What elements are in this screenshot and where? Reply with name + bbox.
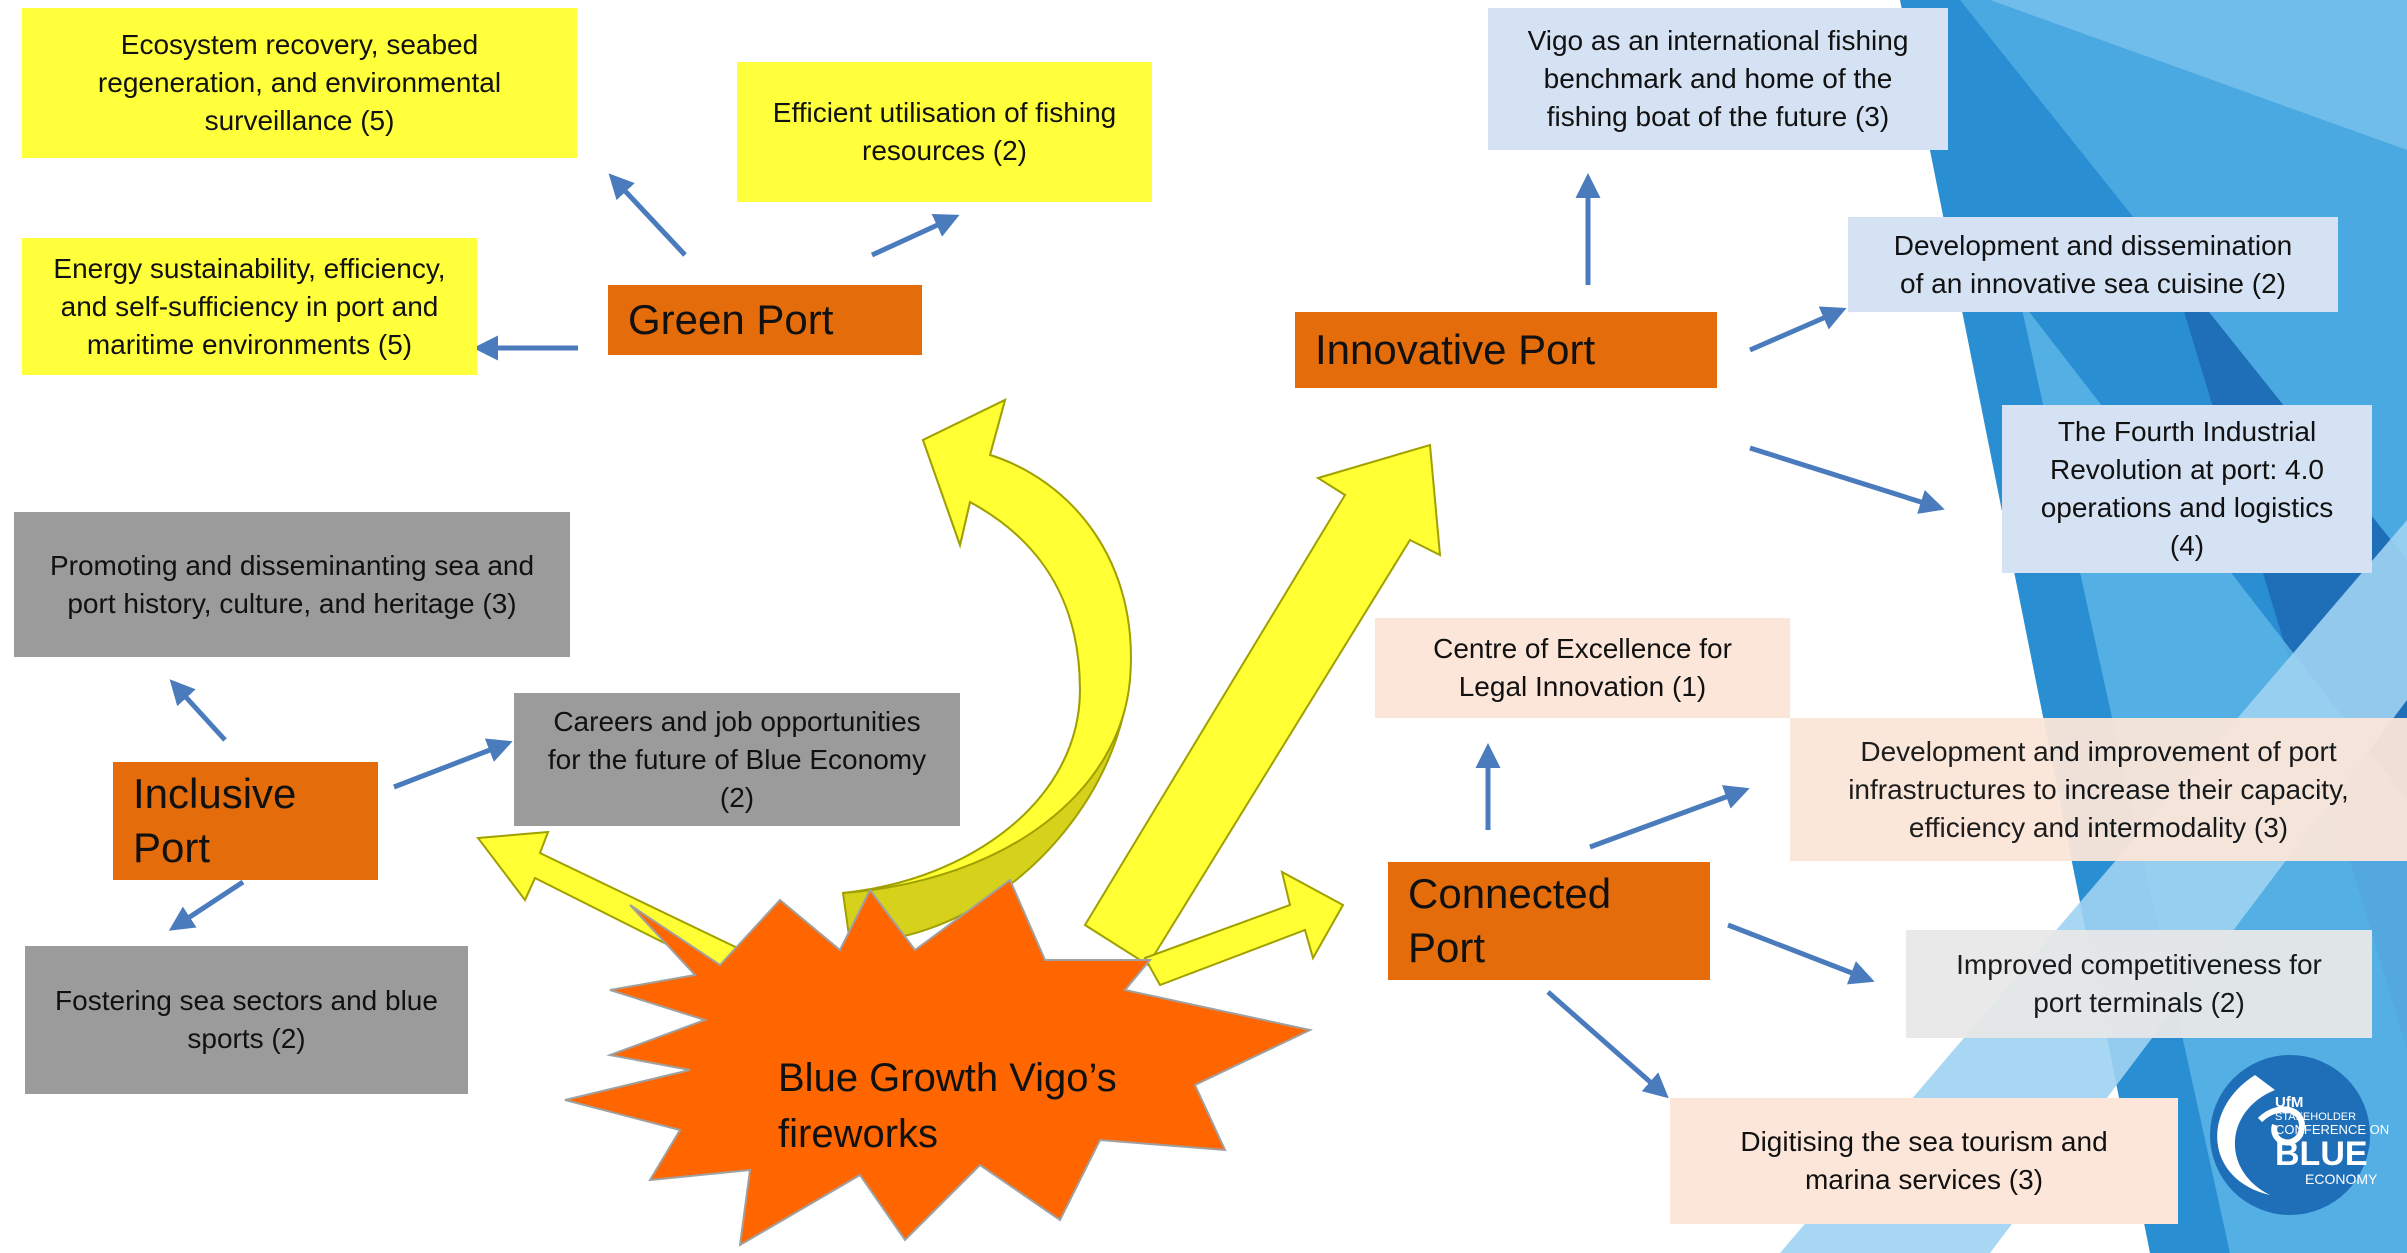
- logo-line-blue: BLUE: [2275, 1135, 2368, 1173]
- item-line: port history, culture, and heritage (3): [67, 587, 517, 619]
- hub-label: Blue Growth Vigo’s fireworks: [778, 1050, 1117, 1162]
- item-line: Centre of Excellence for: [1433, 633, 1732, 664]
- item-line: Development and dissemination: [1893, 229, 2293, 261]
- connected-item-legal-innovation: Centre of Excellence for Legal Innovatio…: [1375, 618, 1790, 718]
- inclusive-item-heritage: Promoting and disseminanting sea and por…: [14, 512, 570, 657]
- green-item-fishing-resources: Efficient utilisation of fishing resourc…: [737, 62, 1152, 202]
- logo: UfM STAKEHOLDER CONFERENCE ON BLUE ECONO…: [2275, 1094, 2405, 1188]
- item-line: Improved competitiveness for: [1956, 949, 2322, 980]
- logo-line-economy: ECONOMY: [2305, 1171, 2378, 1187]
- green-port-node: Green Port: [608, 285, 922, 355]
- port-label: Port: [133, 824, 211, 871]
- port-label: Connected: [1408, 870, 1612, 917]
- item-line: infrastructures to increase their capaci…: [1848, 773, 2349, 805]
- item-line: benchmark and home of the: [1543, 63, 1893, 94]
- curved-arrow-face: [842, 398, 1132, 894]
- logo-line-conference: CONFERENCE ON: [2275, 1122, 2390, 1137]
- item-line: (2): [719, 781, 755, 813]
- inclusive-item-careers: Careers and job opportunities for the fu…: [514, 693, 960, 826]
- item-line: surveillance (5): [204, 105, 395, 136]
- item-line: Ecosystem recovery, seabed: [120, 29, 479, 60]
- connected-item-port-terminals: Improved competitiveness for port termin…: [1906, 930, 2372, 1038]
- logo-line-ufm: UfM: [2275, 1094, 2304, 1111]
- hub-label-line: fireworks: [778, 1112, 939, 1156]
- item-line: Legal Innovation (1): [1458, 671, 1707, 702]
- item-line: sports (2): [187, 1023, 306, 1054]
- item-line: Promoting and disseminanting sea and: [49, 549, 535, 581]
- connected-item-sea-tourism: Digitising the sea tourism and marina se…: [1670, 1098, 2178, 1224]
- innovative-port-node: Innovative Port: [1295, 312, 1717, 388]
- item-line: of an innovative sea cuisine (2): [1900, 267, 2286, 299]
- green-item-ecosystem: Ecosystem recovery, seabed regeneration,…: [22, 8, 577, 158]
- item-line: resources (2): [862, 135, 1027, 166]
- green-item-energy: Energy sustainability, efficiency, and s…: [22, 238, 477, 375]
- item-line: marina services (3): [1804, 1164, 2044, 1195]
- connected-item-infrastructures: Development and improvement of port infr…: [1790, 718, 2407, 861]
- inclusive-item-sports: Fostering sea sectors and blue sports (2…: [25, 946, 468, 1094]
- item-line: regeneration, and environmental: [97, 67, 502, 98]
- item-line: Digitising the sea tourism and: [1740, 1126, 2108, 1157]
- item-line: and self-sufficiency in port and: [60, 290, 439, 322]
- item-line: operations and logistics: [2040, 492, 2334, 523]
- logo-line-stakeholder: STAKEHOLDER: [2275, 1111, 2357, 1123]
- item-line: Revolution at port: 4.0: [2050, 454, 2324, 485]
- item-line: for the future of Blue Economy: [547, 743, 927, 775]
- item-line: efficiency and intermodality (3): [1908, 811, 2289, 843]
- big-arrow-to-innovative-port: [1083, 443, 1442, 967]
- firework-burst: [564, 878, 1314, 1247]
- item-line: Energy sustainability, efficiency,: [53, 252, 446, 284]
- hub-label-line: Blue Growth Vigo’s: [778, 1056, 1117, 1100]
- logo-emblem: [2210, 1055, 2370, 1215]
- item-line: maritime environments (5): [86, 328, 413, 360]
- big-arrow-to-connected-port: [1143, 870, 1345, 987]
- item-line: The Fourth Industrial: [2057, 416, 2317, 447]
- port-label: Green Port: [628, 296, 834, 343]
- innovative-item-sea-cuisine: Development and dissemination of an inno…: [1848, 217, 2338, 312]
- port-label: Innovative Port: [1315, 326, 1596, 373]
- item-line: (4): [2169, 530, 2205, 561]
- connector-arrows: [168, 173, 1945, 1099]
- item-line: fishing boat of the future (3): [1546, 101, 1890, 132]
- item-line: Development and improvement of port: [1860, 735, 2337, 767]
- connected-port-node: Connected Port: [1388, 862, 1710, 980]
- item-line: Efficient utilisation of fishing: [772, 97, 1117, 128]
- innovative-item-industry-4: The Fourth Industrial Revolution at port…: [2002, 405, 2372, 573]
- innovative-item-fishing-benchmark: Vigo as an international fishing benchma…: [1488, 8, 1948, 150]
- item-line: Vigo as an international fishing: [1527, 25, 1909, 56]
- inclusive-port-node: Inclusive Port: [113, 762, 378, 880]
- port-label: Port: [1408, 924, 1486, 971]
- item-line: Careers and job opportunities: [553, 705, 921, 737]
- item-line: Fostering sea sectors and blue: [55, 985, 438, 1016]
- port-label: Inclusive: [133, 770, 297, 817]
- item-line: port terminals (2): [2033, 987, 2245, 1018]
